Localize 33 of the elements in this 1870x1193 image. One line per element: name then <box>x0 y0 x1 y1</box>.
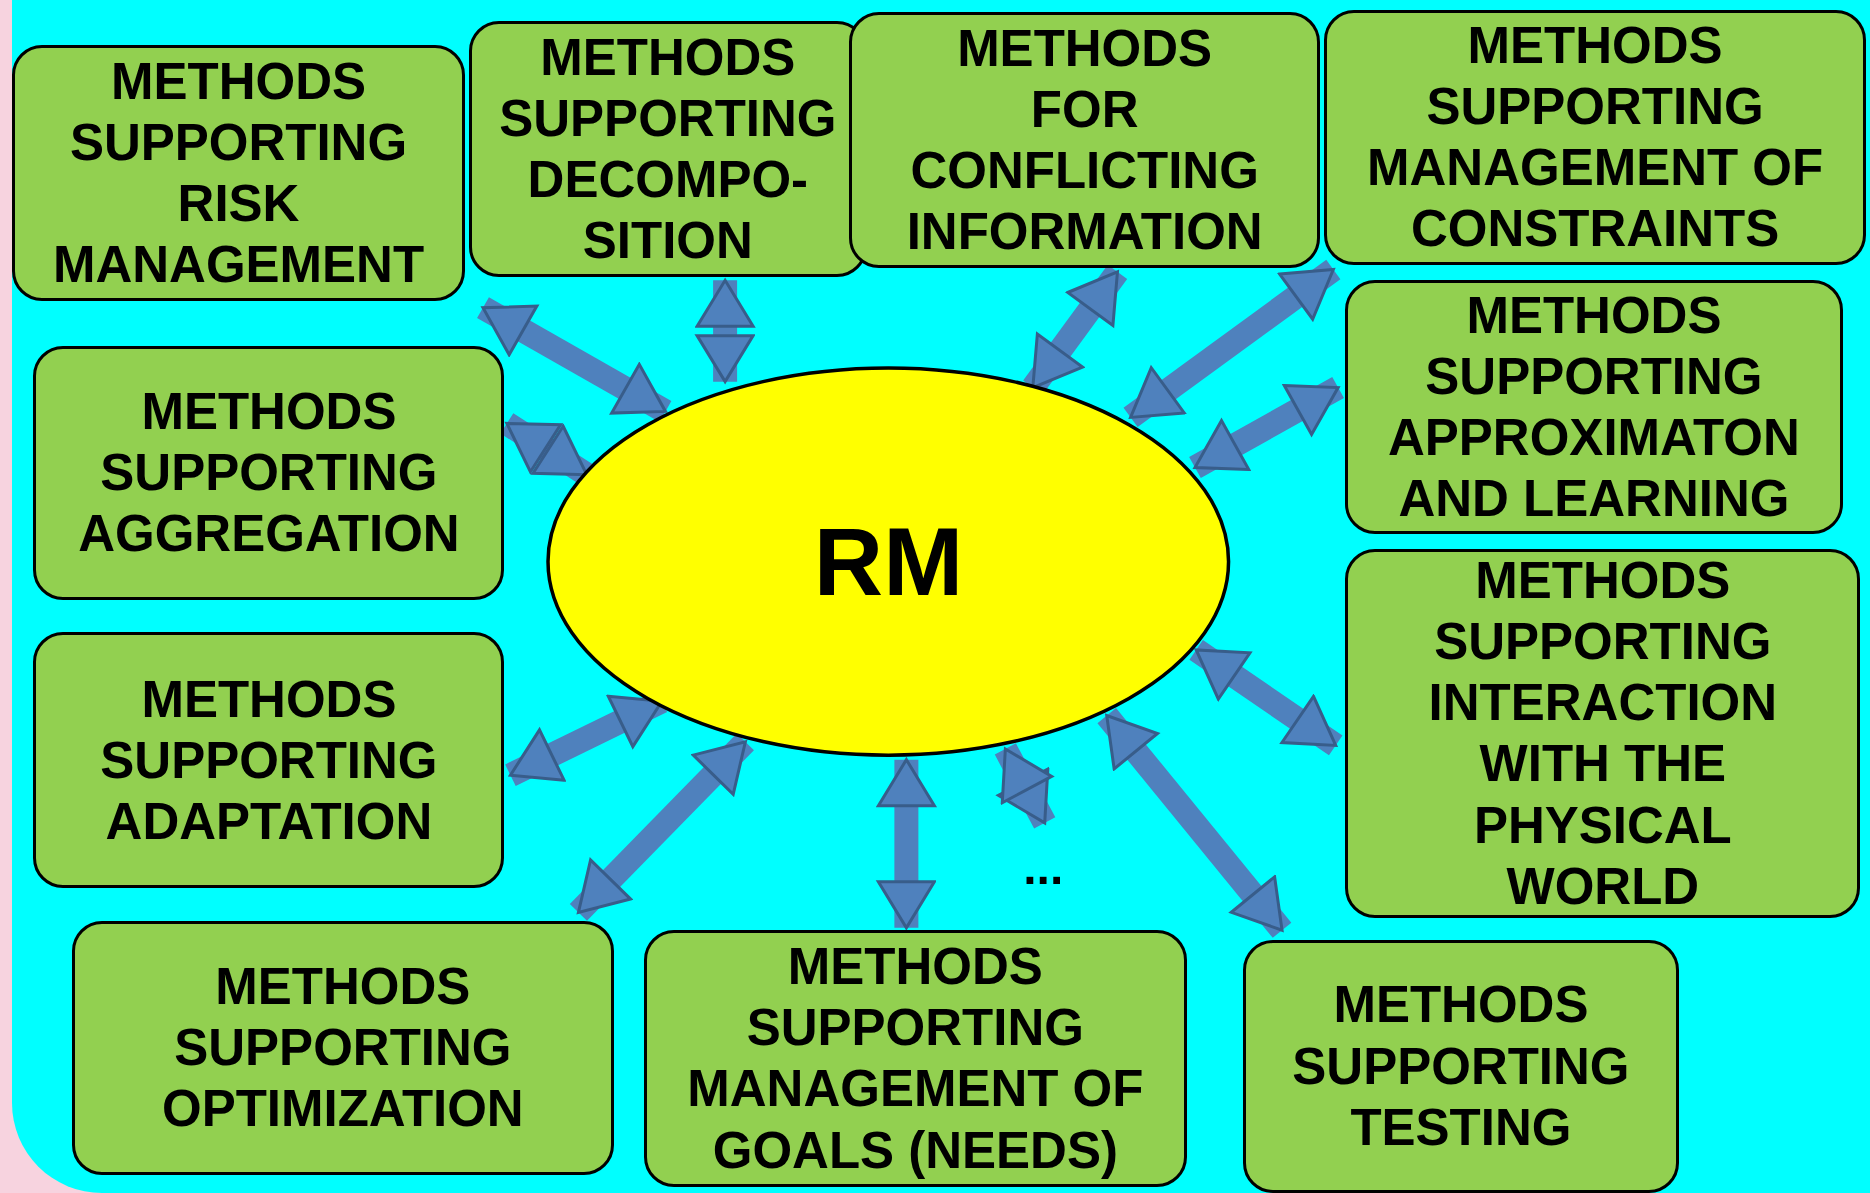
box-label: METHODS SUPPORTING ADAPTATION <box>99 669 439 852</box>
ellipse-node <box>546 366 1231 758</box>
box-label: METHODS SUPPORTING APPROXIMATON AND LEARNING <box>1387 285 1801 530</box>
box-label: METHODS SUPPORTING AGGREGATION <box>77 382 461 565</box>
method-box <box>644 930 1187 1187</box>
double-arrow <box>876 758 936 930</box>
box-label: METHODS SUPPORTING TESTING <box>1291 975 1631 1158</box>
box-label: METHODS SUPPORTING DECOMPO- SITION <box>498 27 838 272</box>
double-arrow <box>1189 377 1344 478</box>
method-box <box>1345 280 1843 535</box>
double-arrow <box>1189 640 1343 756</box>
node-title: RM <box>813 513 964 610</box>
method-box <box>1242 939 1680 1193</box>
box-label: METHODS SUPPORTING MANAGEMENT OF CONSTRAINTS <box>1366 15 1825 260</box>
double-arrow <box>477 297 672 422</box>
box-label: METHODS SUPPORTING RISK MANAGEMENT <box>51 51 426 296</box>
method-box <box>849 11 1321 269</box>
box-label: METHODS SUPPORTING INTERACTION WITH THE PHYSICAL WORLD <box>1427 550 1779 917</box>
method-box <box>71 920 615 1175</box>
method-box <box>1345 548 1861 919</box>
method-box <box>33 345 505 600</box>
method-box <box>11 45 466 301</box>
double-arrow <box>1123 259 1341 428</box>
method-box <box>33 632 505 889</box>
double-arrow <box>569 733 754 921</box>
double-arrow <box>1097 707 1292 938</box>
box-label: METHODS SUPPORTING MANAGEMENT OF GOALS (NEEDS) <box>686 937 1145 1181</box>
box-label: METHODS SUPPORTING OPTIMIZATION <box>161 956 525 1140</box>
ellipsis-label: ... <box>1023 844 1064 893</box>
box-label: METHODS FOR CONFLICTING INFORMATION <box>905 18 1264 263</box>
double-arrow <box>695 278 755 384</box>
method-box <box>1323 9 1867 265</box>
double-arrow <box>994 743 1056 829</box>
